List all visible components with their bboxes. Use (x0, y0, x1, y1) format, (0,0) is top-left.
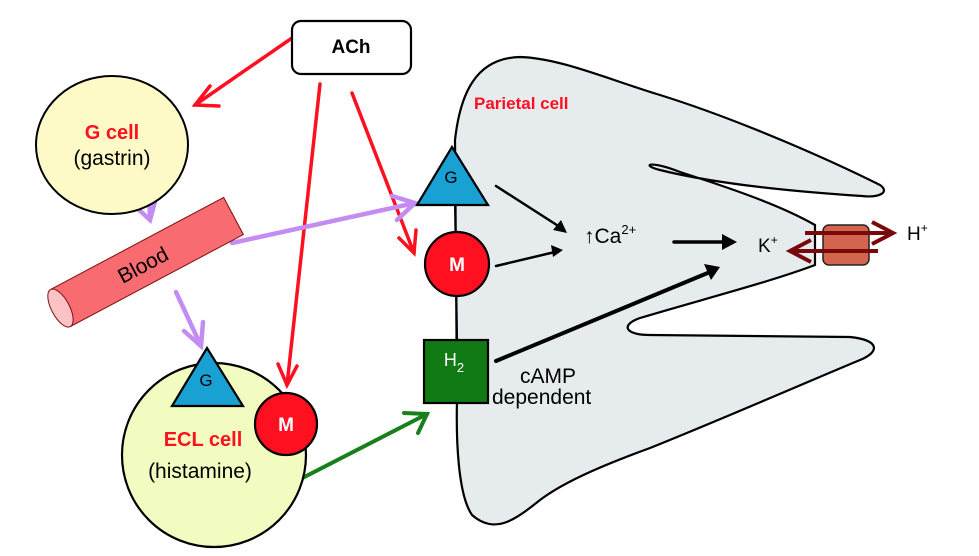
parietal-m-receptor-label: M (449, 255, 465, 276)
h2-letter: H (444, 350, 457, 370)
blood-to-parietal-g-arrow (229, 200, 418, 246)
ach-to-g-cell-arrow (193, 36, 294, 107)
ecl-m-receptor (253, 391, 319, 457)
ach-box (290, 19, 413, 76)
increase-arrow-icon: ↑ (584, 225, 595, 248)
camp-label-line1: cAMP (520, 365, 576, 388)
ach-label: ACh (331, 37, 370, 58)
ach-to-ecl-m-arrowhead (276, 362, 299, 390)
hydrogen-charge: + (921, 221, 928, 235)
g-cell-to-blood-arrowhead (133, 195, 159, 225)
ach-to-parietal-m-arrow (350, 91, 416, 255)
g-to-calcium-arrow (494, 184, 565, 231)
ach-to-ecl-m-arrow (285, 82, 322, 387)
parietal-h2-receptor (422, 338, 490, 405)
ach-to-g-cell-arrowhead (191, 84, 221, 108)
parietal-m-receptor (423, 230, 491, 298)
g-to-calcium-arrowhead (553, 220, 567, 233)
ecl-cell-subtitle: (histamine) (148, 460, 252, 483)
blood-to-ecl-g-arrowhead (181, 319, 206, 351)
h2-to-potassium-arrowhead (704, 264, 720, 280)
calcium-label: ↑Ca2+ (584, 222, 636, 248)
potassium-charge: + (771, 233, 778, 247)
ecl-cell-title: ECL cell (164, 429, 243, 451)
histamine-arrowhead (402, 411, 431, 435)
parietal-cell-title: Parietal cell (474, 94, 569, 113)
blood-vessel: Blood (47, 196, 245, 328)
pump-k-in-arrowhead (785, 238, 812, 264)
calcium-charge: 2+ (621, 222, 636, 237)
g-cell-title: G cell (85, 122, 139, 144)
g-cell (35, 75, 189, 215)
ecl-g-receptor-label: G (199, 371, 212, 390)
blood-vessel-end (47, 288, 74, 328)
hydrogen-symbol: H (907, 224, 921, 245)
signaling-arrows (494, 184, 737, 363)
ach-to-parietal-m-arrowhead (397, 228, 418, 257)
potassium-label: K+ (758, 233, 778, 257)
pump-h-out-arrowhead (871, 220, 898, 246)
pump-arrows (785, 220, 898, 264)
h2-subscript: 2 (457, 360, 464, 375)
calcium-symbol: Ca (595, 225, 622, 248)
m-to-calcium-arrowhead (551, 245, 563, 257)
ach-arrows (191, 36, 418, 390)
g-cell-subtitle: (gastrin) (73, 147, 150, 170)
parietal-g-receptor-label: G (444, 168, 457, 187)
h2-to-potassium-arrow (494, 270, 712, 363)
blood-to-parietal-g-arrowhead (389, 193, 420, 223)
ecl-g-receptor (170, 345, 245, 408)
parietal-g-receptor (415, 144, 490, 207)
potassium-symbol: K (758, 236, 771, 257)
ecl-m-receptor-label: M (278, 415, 294, 436)
h2-receptor-label: H2 (444, 350, 464, 375)
m-to-calcium-arrow (494, 250, 557, 268)
camp-label-line2: dependent (492, 386, 591, 409)
hydrogen-label: H+ (907, 221, 928, 245)
calcium-to-potassium-arrowhead (722, 234, 737, 250)
blood-to-ecl-g-arrow (173, 289, 204, 349)
